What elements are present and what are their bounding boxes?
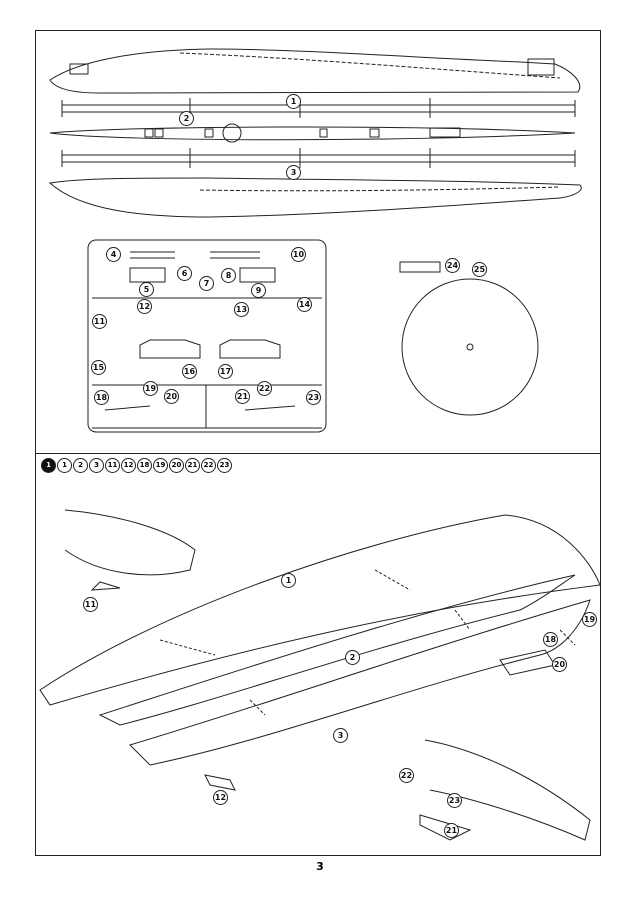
stern-detail bbox=[424, 739, 591, 841]
sequence-part: 19 bbox=[153, 458, 168, 473]
page-number: 3 bbox=[316, 860, 324, 873]
part-label: 24 bbox=[445, 258, 460, 273]
upper-hull-assembly bbox=[39, 514, 601, 706]
assembly-callout: 3 bbox=[333, 728, 348, 743]
assembly-callout: 20 bbox=[552, 657, 567, 672]
sequence-part: 20 bbox=[169, 458, 184, 473]
assembly-callout: 21 bbox=[444, 823, 459, 838]
part-label: 2 bbox=[179, 111, 194, 126]
sequence-part: 11 bbox=[105, 458, 120, 473]
part-label: 17 bbox=[218, 364, 233, 379]
step-number-badge: 1 bbox=[41, 458, 56, 473]
assembly-callout: 1 bbox=[281, 573, 296, 588]
sequence-part: 1 bbox=[57, 458, 72, 473]
part-label: 22 bbox=[257, 381, 272, 396]
sprue-runner-2 bbox=[61, 98, 576, 118]
part-label: 7 bbox=[199, 276, 214, 291]
part-label: 19 bbox=[143, 381, 158, 396]
assembly-callout: 23 bbox=[447, 793, 462, 808]
part-label: 10 bbox=[291, 247, 306, 262]
sequence-part: 21 bbox=[185, 458, 200, 473]
part-label: 6 bbox=[177, 266, 192, 281]
sequence-part: 2 bbox=[73, 458, 88, 473]
part-label: 21 bbox=[235, 389, 250, 404]
step-1-part-sequence: 1 1 2 3 11 12 18 19 20 21 22 23 bbox=[41, 458, 232, 473]
small-parts-sprue bbox=[87, 239, 327, 433]
hull-part-1 bbox=[49, 48, 581, 94]
part-label: 9 bbox=[251, 283, 266, 298]
detail-hull-view bbox=[64, 509, 196, 576]
deck-assembly bbox=[98, 574, 576, 726]
sequence-part: 3 bbox=[89, 458, 104, 473]
part-label: 25 bbox=[472, 262, 487, 277]
part-label: 5 bbox=[139, 282, 154, 297]
display-stand-disc bbox=[401, 278, 539, 416]
assembly-callout: 22 bbox=[399, 768, 414, 783]
assembly-callout: 18 bbox=[543, 632, 558, 647]
assembly-callout: 11 bbox=[83, 597, 98, 612]
part-label: 15 bbox=[91, 360, 106, 375]
page-frame bbox=[35, 30, 601, 856]
sequence-part: 23 bbox=[217, 458, 232, 473]
part-label: 18 bbox=[94, 390, 109, 405]
part-label: 23 bbox=[306, 390, 321, 405]
sequence-part: 22 bbox=[201, 458, 216, 473]
part-label: 20 bbox=[164, 389, 179, 404]
section-divider bbox=[35, 453, 601, 454]
assembly-callout: 19 bbox=[582, 612, 597, 627]
hull-part-3 bbox=[48, 177, 582, 218]
part-label: 1 bbox=[286, 94, 301, 109]
part-label: 13 bbox=[234, 302, 249, 317]
assembly-callout: 12 bbox=[213, 790, 228, 805]
part-label: 14 bbox=[297, 297, 312, 312]
part-label: 3 bbox=[286, 165, 301, 180]
part-label: 16 bbox=[182, 364, 197, 379]
part-label: 11 bbox=[92, 314, 107, 329]
sequence-part: 18 bbox=[137, 458, 152, 473]
sequence-part: 12 bbox=[121, 458, 136, 473]
deck-part-2 bbox=[49, 126, 576, 141]
part-label: 8 bbox=[221, 268, 236, 283]
sprue-runner-3 bbox=[61, 148, 576, 168]
part-label: 12 bbox=[137, 299, 152, 314]
part-label: 4 bbox=[106, 247, 121, 262]
assembly-callout: 2 bbox=[345, 650, 360, 665]
lower-hull-assembly bbox=[129, 599, 591, 766]
